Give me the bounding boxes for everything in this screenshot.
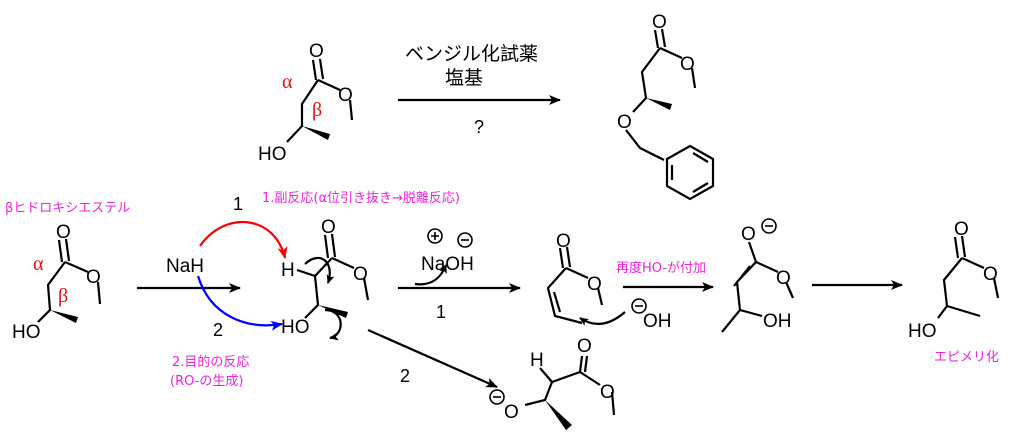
minus-charge-icon [489,389,505,405]
reagent-naoh: NaOH [421,254,474,275]
alpha-h: H [281,260,295,281]
carbonyl-o: O [954,219,969,240]
hydroxide-curved-arrow [414,264,448,286]
hydroxide-label: OH [643,311,672,332]
hydroxyl-label: OH [763,311,792,332]
ester-o: O [338,85,353,106]
question-mark: ? [474,117,484,137]
path2-reaction-arrow [367,328,498,389]
hydroxyl-label: HO [908,321,937,342]
ether-o: O [617,112,632,133]
minus-charge-icon [457,232,473,248]
enolate-molecule: O O OH [721,218,795,333]
intermediate-molecule: O O H HO [281,217,370,341]
path2-curved-arrow [196,275,283,331]
ester-o: O [353,264,368,285]
path2-number: 2 [213,320,223,340]
note-path2-line1: 2.目的の反応 [172,354,249,370]
carbonyl-o: O [56,222,71,243]
ester-o: O [983,264,998,285]
carbonyl-o: O [652,12,667,33]
top-product-molecule: O O O [617,12,715,201]
arrow2-label: 2 [400,366,410,386]
mechanism-title: βヒドロキシエステル [5,201,130,216]
carbonyl-o: O [556,231,571,252]
alpha-label: α [282,71,293,93]
carbonyl-o: O [309,41,324,62]
ester-o: O [86,267,101,288]
beta-label: β [58,285,68,307]
ester-o: O [776,268,791,289]
note-final: エピメリ化 [934,350,999,365]
enolate-o: O [741,224,756,245]
alkoxide-product-molecule: H O O O [489,336,616,430]
minus-charge-icon [761,218,777,234]
note-readdition: 再度HO-が付加 [616,260,706,276]
plus-charge-icon [427,228,443,244]
note-path1: 1.副反応(α位引き抜き→脱離反応) [262,190,460,206]
alpha-label: α [33,253,44,275]
alpha-h: H [530,350,544,371]
ester-o: O [600,382,615,403]
ester-o: O [587,274,602,295]
ester-o: O [680,54,695,75]
carbonyl-o: O [577,336,592,357]
unsaturated-ester-molecule: O O OH [546,231,672,332]
reagent-line2: 塩基 [445,67,483,89]
carbonyl-o: O [321,217,336,238]
hydroxyl-label: HO [281,317,310,338]
path1-number: 1 [233,194,243,214]
path1-curved-arrow [199,221,288,259]
arrow1-label: 1 [436,302,446,322]
mechanism-start-molecule: O O HO α β [12,222,102,343]
note-path2-line2: (RO-の生成) [170,374,243,389]
hydroxyl-label: HO [12,322,41,343]
beta-label: β [312,99,322,121]
hydroxyl-label: HO [258,144,287,165]
alkoxide-o: O [504,402,519,423]
final-product-molecule: O O HO [908,219,1000,342]
base-nah: NaH [166,256,204,277]
top-start-molecule: O O HO α β [258,41,354,165]
reagent-line1: ベンジル化試薬 [405,43,538,65]
minus-charge-icon [631,298,647,314]
